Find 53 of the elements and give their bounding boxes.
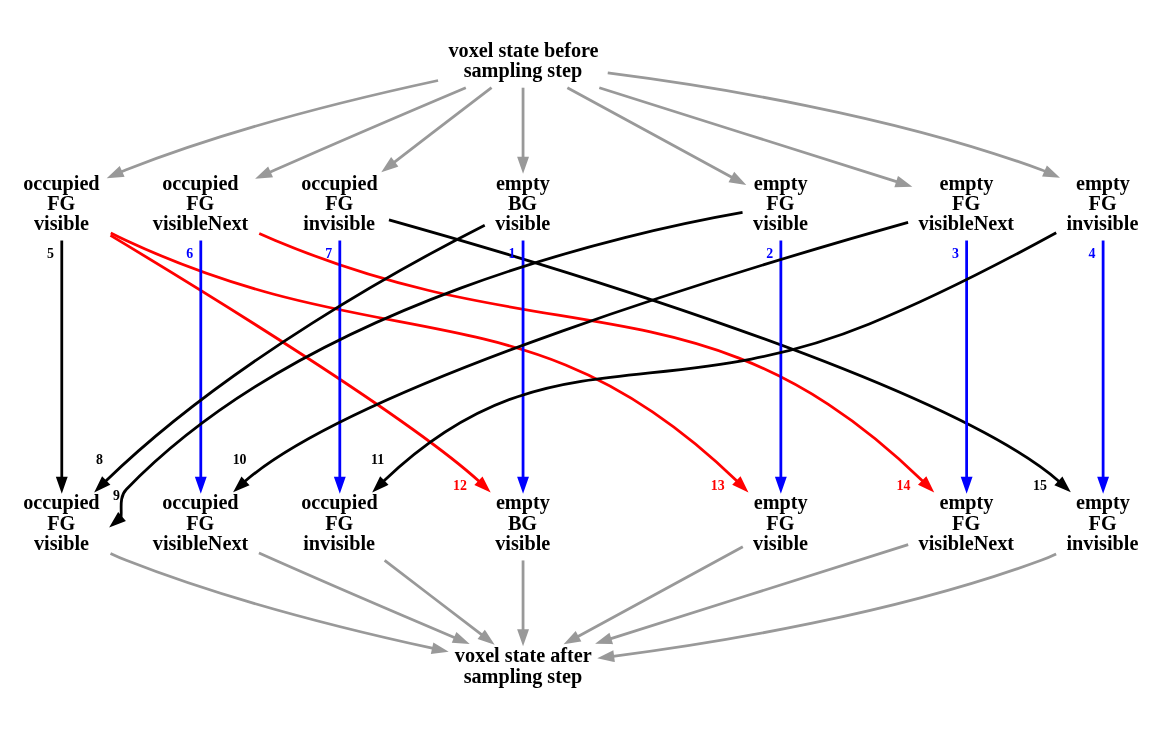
node-text: empty BG visible xyxy=(495,490,551,554)
node-text: occupied FG invisible xyxy=(301,490,378,554)
edge-label: 12 xyxy=(452,477,467,493)
arrow xyxy=(333,240,346,494)
arrow xyxy=(194,240,207,494)
arrow xyxy=(774,240,787,494)
edge-label: 5 xyxy=(47,245,55,261)
arrow xyxy=(109,551,449,654)
edge-label: 9 xyxy=(113,487,121,503)
node-text: occupied FG invisible xyxy=(301,171,378,234)
arrow xyxy=(607,71,1060,178)
edge-label: 15 xyxy=(1033,477,1047,493)
arrow xyxy=(110,231,749,492)
node-text: occupied FG visible xyxy=(23,490,100,554)
arrow xyxy=(381,86,493,172)
arrow xyxy=(383,558,495,645)
node-text: voxel state before sampling step xyxy=(448,38,599,81)
edge-label: 11 xyxy=(370,451,385,467)
arrow xyxy=(55,240,68,494)
node-text: empty FG visible xyxy=(753,490,809,554)
node-text: occupied FG visible xyxy=(23,171,100,234)
arrow xyxy=(517,240,529,494)
edge-label: 4 xyxy=(1088,245,1096,261)
edge-label: 13 xyxy=(710,477,725,493)
arrow xyxy=(109,210,743,528)
arrow xyxy=(598,85,913,187)
arrow xyxy=(255,85,467,179)
node-text: empty BG visible xyxy=(495,171,551,234)
edge-label: 14 xyxy=(896,477,911,493)
arrow xyxy=(960,240,973,494)
edge-label: 8 xyxy=(96,451,103,467)
arrow xyxy=(597,552,1057,662)
node-text: empty FG visibleNext xyxy=(918,490,1015,554)
arrow xyxy=(517,559,529,646)
node-text: empty FG invisible xyxy=(1066,490,1139,554)
arrow xyxy=(106,78,439,178)
arrow xyxy=(517,87,529,174)
node-text: voxel state after sampling step xyxy=(454,643,592,687)
edge-label: 3 xyxy=(951,245,959,261)
arrow xyxy=(566,86,747,185)
arrow xyxy=(1097,240,1110,494)
node-text: empty FG visibleNext xyxy=(918,171,1015,234)
node-text: empty FG visible xyxy=(753,171,809,234)
arrow xyxy=(595,542,909,644)
edge-label: 7 xyxy=(325,245,333,261)
node-text: occupied FG visibleNext xyxy=(152,171,249,234)
edge-label: 6 xyxy=(186,245,194,261)
arrow xyxy=(563,545,744,644)
edge-label: 2 xyxy=(766,245,774,261)
node-text: empty FG invisible xyxy=(1066,171,1139,234)
edge-label: 10 xyxy=(232,451,247,467)
node-text: occupied FG visibleNext xyxy=(152,490,249,554)
arrow xyxy=(258,551,470,644)
